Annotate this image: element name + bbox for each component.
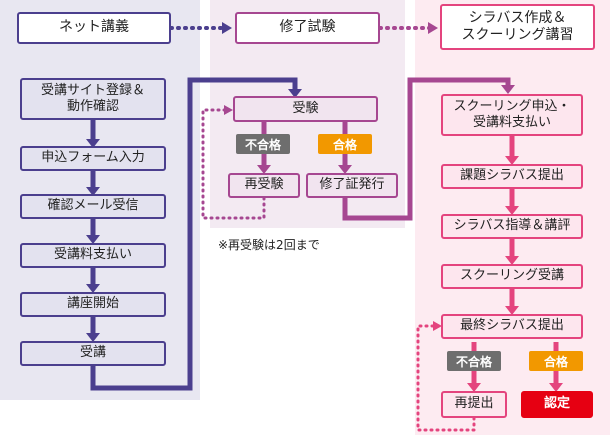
step-certificate: 修了証発行 bbox=[306, 173, 398, 198]
step-final-syllabus: 最終シラバス提出 bbox=[441, 314, 583, 339]
header-step-net-lecture: ネット講義 bbox=[17, 12, 171, 44]
step-application-form: 申込フォーム入力 bbox=[20, 146, 166, 171]
retake-note: ※再受験は2回まで bbox=[218, 238, 320, 252]
tag-fail-exam: 不合格 bbox=[236, 134, 290, 154]
header-step-syllabus: シラバス作成＆ スクーリング講習 bbox=[440, 4, 595, 50]
tag-pass-syllabus: 合格 bbox=[529, 351, 583, 371]
step-exam: 受験 bbox=[233, 96, 378, 122]
step-syllabus-guidance: シラバス指導＆講評 bbox=[441, 214, 583, 239]
step-resubmit: 再提出 bbox=[441, 391, 507, 418]
header-step-syllabus-line1: シラバス作成＆ bbox=[468, 9, 567, 26]
step-schooling-application: スクーリング申込・ 受講料支払い bbox=[441, 94, 583, 136]
step-certify: 認定 bbox=[521, 391, 593, 418]
tag-fail-syllabus: 不合格 bbox=[447, 351, 501, 371]
step-site-registration: 受講サイト登録＆ 動作確認 bbox=[20, 78, 166, 120]
step-schooling-application-line1: スクーリング申込・ bbox=[453, 98, 571, 114]
step-schooling-application-line2: 受講料支払い bbox=[472, 115, 551, 130]
step-course-start: 講座開始 bbox=[20, 292, 166, 317]
step-retake: 再受験 bbox=[228, 173, 300, 198]
step-confirmation-email: 確認メール受信 bbox=[20, 194, 166, 219]
step-schooling-attend: スクーリング受講 bbox=[441, 264, 583, 289]
tag-pass-exam: 合格 bbox=[318, 134, 372, 154]
header-step-final-exam: 修了試験 bbox=[235, 12, 380, 44]
step-site-registration-line1: 受講サイト登録＆ bbox=[40, 82, 145, 98]
step-assignment-syllabus: 課題シラバス提出 bbox=[441, 164, 583, 189]
step-attend: 受講 bbox=[20, 341, 166, 366]
header-step-syllabus-line2: スクーリング講習 bbox=[461, 27, 574, 43]
step-site-registration-line2: 動作確認 bbox=[66, 99, 119, 114]
step-tuition-payment: 受講料支払い bbox=[20, 243, 166, 268]
